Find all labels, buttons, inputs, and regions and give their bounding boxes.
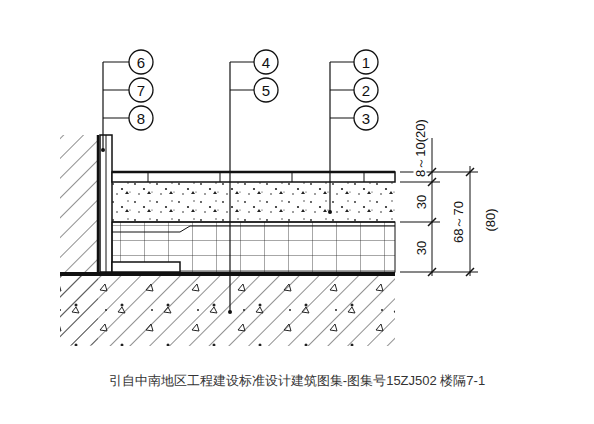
callout-number: 2: [362, 83, 370, 98]
callout-number: 6: [137, 55, 145, 70]
dimension-text: (80): [484, 206, 497, 233]
callout-number: 3: [362, 111, 370, 126]
callout-number: 4: [262, 55, 270, 70]
callout-number: 8: [137, 111, 145, 126]
figure-caption: 引自中南地区工程建设标准设计建筑图集-图集号15ZJ502 楼隔7-1: [109, 374, 485, 387]
callout-number: 7: [137, 83, 145, 98]
dimension-text: 30: [415, 239, 428, 257]
callout-number: 1: [362, 55, 370, 70]
dimension-text: 30: [415, 193, 428, 211]
dimension-text: 8～10(20): [414, 117, 427, 179]
callout-number: 5: [262, 83, 270, 98]
dimension-text: 68～70: [452, 199, 465, 245]
